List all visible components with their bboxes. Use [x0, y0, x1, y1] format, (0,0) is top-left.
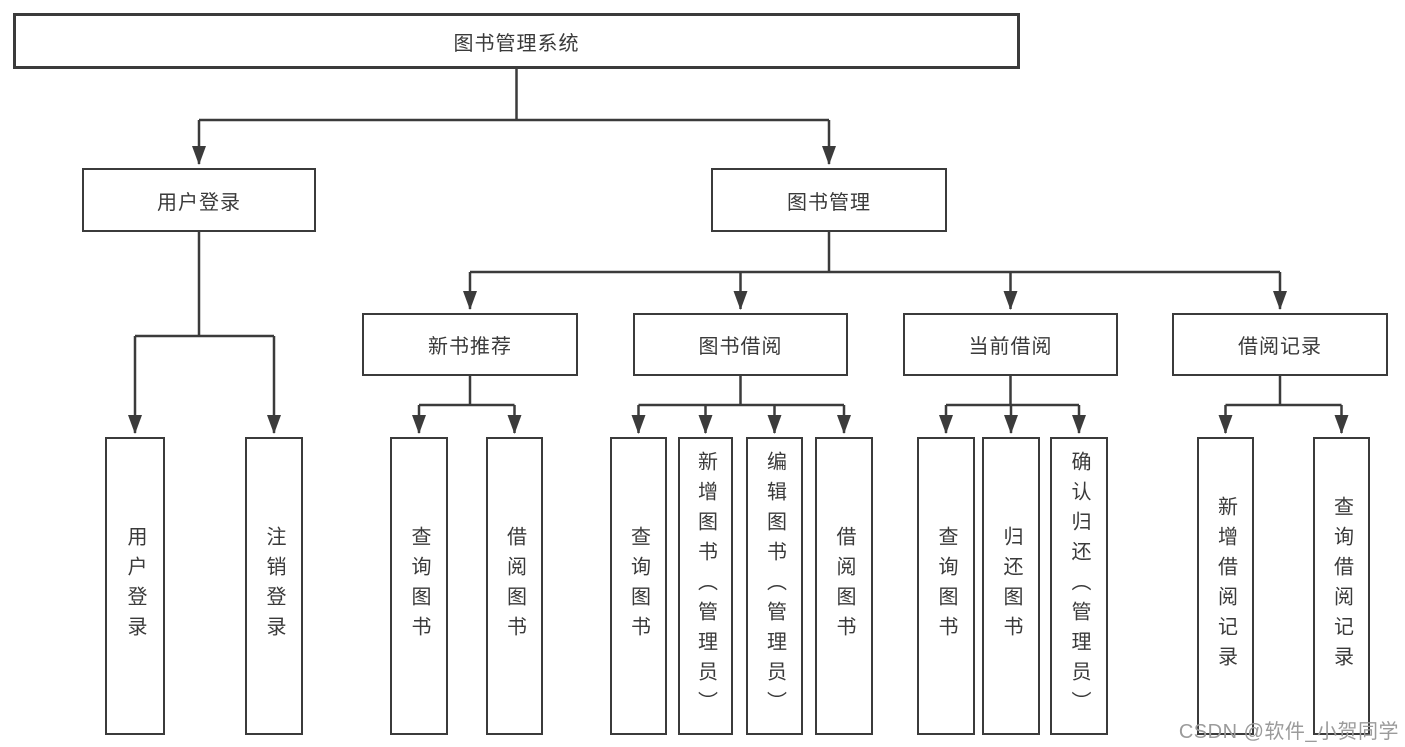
- node-label: 查询图书: [935, 526, 957, 646]
- leaf-query-book-recommend: 查询图书: [390, 437, 448, 735]
- node-label: 用户登录: [157, 191, 241, 214]
- node-label: 借阅图书: [503, 526, 526, 646]
- leaf-query-book-borrow: 查询图书: [610, 437, 667, 735]
- csdn-watermark: CSDN @软件_小贺同学: [1178, 721, 1399, 743]
- node-label: 图书借阅: [698, 336, 783, 358]
- node-label: 确认归还（管理员）: [1068, 451, 1090, 721]
- node-label: 编辑图书（管理员）: [763, 451, 786, 721]
- node-label: 图书管理: [787, 191, 871, 214]
- node-user-login: 用户登录: [82, 168, 316, 232]
- node-book-borrow: 图书借阅: [633, 313, 848, 376]
- node-label: 查询图书: [627, 526, 650, 646]
- node-book-management: 图书管理: [711, 168, 947, 232]
- leaf-return-book: 归还图书: [982, 437, 1040, 735]
- leaf-user-login: 用户登录: [105, 437, 165, 735]
- node-current-borrow: 当前借阅: [903, 313, 1118, 376]
- node-label: 新书推荐: [428, 336, 512, 358]
- node-label: 归还图书: [1000, 526, 1022, 646]
- node-label: 借阅图书: [833, 526, 855, 646]
- leaf-borrow-book: 借阅图书: [815, 437, 873, 735]
- node-borrow-record: 借阅记录: [1172, 313, 1388, 376]
- leaf-query-borrow-record: 查询借阅记录: [1313, 437, 1370, 735]
- leaf-borrow-book-recommend: 借阅图书: [486, 437, 543, 735]
- node-label: 当前借阅: [968, 336, 1053, 358]
- node-new-book-recommend: 新书推荐: [362, 313, 578, 376]
- leaf-edit-book-admin: 编辑图书（管理员）: [746, 437, 803, 735]
- node-label: 用户登录: [124, 526, 146, 646]
- node-label: 新增图书（管理员）: [694, 451, 717, 721]
- node-label: 借阅记录: [1238, 336, 1322, 358]
- node-label: 图书管理系统: [453, 32, 580, 55]
- node-label: 注销登录: [263, 526, 285, 646]
- leaf-confirm-return-admin: 确认归还（管理员）: [1050, 437, 1108, 735]
- node-label: 查询图书: [408, 526, 430, 646]
- node-label: 新增借阅记录: [1214, 496, 1237, 676]
- leaf-logout-login: 注销登录: [245, 437, 303, 735]
- leaf-query-book-current: 查询图书: [917, 437, 975, 735]
- node-library-system: 图书管理系统: [13, 13, 1020, 69]
- leaf-add-book-admin: 新增图书（管理员）: [678, 437, 733, 735]
- node-label: 查询借阅记录: [1330, 496, 1353, 676]
- leaf-add-borrow-record: 新增借阅记录: [1197, 437, 1254, 735]
